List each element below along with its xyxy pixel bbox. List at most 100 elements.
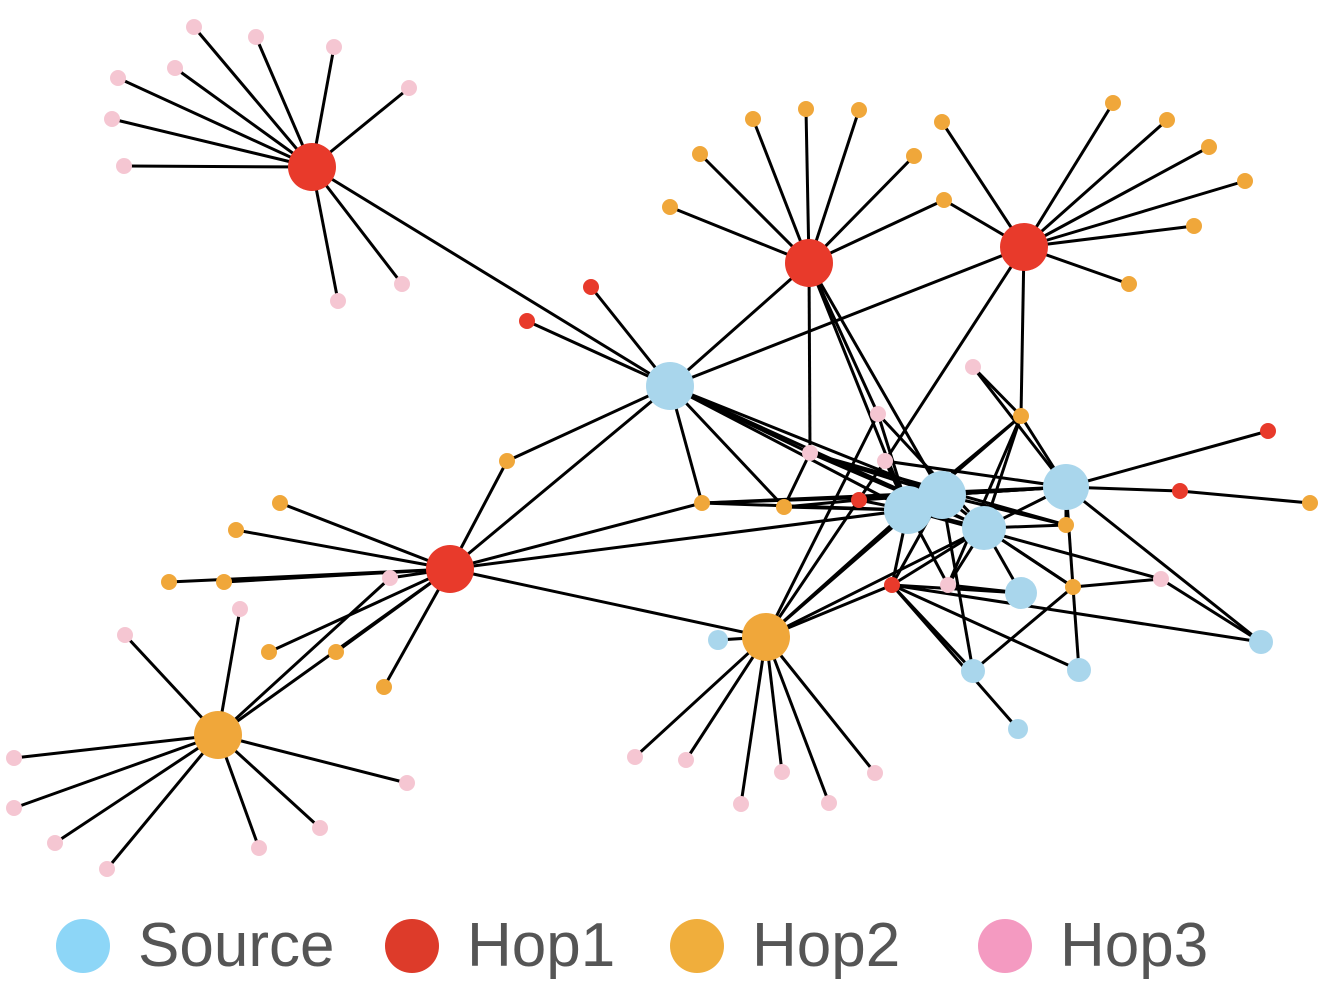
legend-item-hop1: Hop1	[385, 905, 615, 986]
graph-edge	[764, 460, 887, 638]
legend-item-hop3: Hop3	[978, 905, 1208, 986]
graph-edge	[123, 164, 313, 169]
graph-edge	[668, 384, 786, 509]
graph-edge	[13, 733, 219, 760]
graph-edge	[1023, 145, 1210, 249]
graph-edge	[876, 412, 986, 530]
graph-node-hop1	[583, 279, 599, 295]
legend-swatch-hop1	[385, 918, 439, 973]
graph-node-hop3	[802, 445, 818, 461]
graph-edge	[884, 459, 1067, 489]
graph-node-source	[962, 506, 1006, 550]
graph-node-source	[1008, 719, 1028, 739]
graph-node-hop2	[776, 499, 792, 515]
graph-node-hop3	[382, 570, 398, 586]
graph-node-hop2	[662, 199, 678, 215]
graph-node-hop2	[1237, 173, 1253, 189]
graph-node-source	[1249, 630, 1273, 654]
graph-edge	[1065, 429, 1269, 489]
graph-edge	[449, 501, 703, 571]
graph-edge	[216, 576, 392, 737]
graph-edge	[449, 508, 909, 571]
graph-node-hop2	[851, 102, 867, 118]
graph-node-hop3	[47, 835, 63, 851]
graph-edge	[1019, 246, 1026, 417]
graph-node-hop3	[110, 70, 126, 86]
graph-edge	[633, 635, 768, 759]
graph-edge	[684, 636, 768, 761]
graph-node-hop2	[216, 574, 232, 590]
graph-edge	[783, 498, 860, 509]
graph-edge	[1065, 485, 1262, 644]
graph-node-hop2	[1201, 139, 1217, 155]
graph-edge	[105, 734, 220, 870]
graph-node-hop3	[870, 406, 886, 422]
graph-node-hop3	[678, 752, 694, 768]
graph-node-hop3	[104, 111, 120, 127]
graph-edge	[1022, 102, 1115, 248]
graph-node-hop2	[499, 453, 515, 469]
graph-edge	[751, 118, 811, 264]
graph-edge	[907, 508, 1162, 581]
graph-node-hop3	[167, 60, 183, 76]
graph-edge	[1023, 118, 1168, 249]
graph-edge	[526, 319, 671, 388]
graph-node-hop3	[116, 158, 132, 174]
graph-node-hop2	[1013, 408, 1029, 424]
graph-edge	[1179, 489, 1311, 505]
graph-node-source	[918, 471, 966, 519]
graph-edge	[1160, 577, 1262, 644]
graph-edge	[279, 501, 451, 571]
graph-edge	[782, 452, 812, 508]
graph-edge	[765, 526, 985, 639]
graph-node-hop1	[851, 492, 867, 508]
graph-node-hop1	[1172, 483, 1188, 499]
graph-node-hop3	[940, 577, 956, 593]
graph-node-hop2	[936, 192, 952, 208]
graph-node-hop2	[1186, 218, 1202, 234]
graph-node-hop3	[401, 80, 417, 96]
legend-label-hop2: Hop2	[752, 910, 901, 980]
graph-edge	[111, 117, 313, 169]
graph-node-hop2	[742, 613, 790, 661]
graph-edge	[940, 121, 1026, 248]
graph-node-hop3	[312, 820, 328, 836]
legend-label-hop3: Hop3	[1060, 910, 1209, 980]
graph-edges	[13, 26, 1311, 870]
graph-node-hop1	[519, 313, 535, 329]
graph-node-hop2	[1105, 95, 1121, 111]
graph-node-hop3	[248, 29, 264, 45]
graph-edge	[804, 108, 811, 264]
graph-edge	[698, 152, 811, 265]
graph-edge	[217, 733, 408, 785]
legend: Source Hop1 Hop2 Hop3	[0, 905, 1328, 986]
graph-edge	[54, 733, 219, 845]
graph-node-hop3	[251, 840, 267, 856]
graph-node-hop1	[288, 143, 336, 191]
graph-edge	[940, 494, 975, 672]
graph-edge	[807, 109, 861, 264]
graph-node-hop2	[161, 574, 177, 590]
graph-node-hop3	[821, 795, 837, 811]
graph-node-source	[708, 630, 728, 650]
graph-edge	[1023, 179, 1246, 249]
graph-node-hop2	[1065, 579, 1081, 595]
graph-edge	[192, 26, 314, 168]
graph-edge	[739, 636, 768, 805]
graph-edge	[117, 76, 313, 169]
graph-edge	[971, 366, 1068, 488]
graph-node-hop3	[627, 749, 643, 765]
graph-edge	[764, 413, 880, 638]
graph-node-hop2	[1302, 495, 1318, 511]
graph-node-hop1	[426, 545, 474, 593]
graph-edge	[891, 583, 1080, 672]
graph-node-hop3	[877, 453, 893, 469]
graph-edge	[946, 415, 1023, 586]
graph-edge	[807, 262, 880, 415]
graph-node-hop3	[1153, 571, 1169, 587]
graph-edge	[1072, 577, 1162, 589]
graph-node-hop2	[376, 679, 392, 695]
graph-node-source	[1043, 464, 1089, 510]
graph-node-hop2	[194, 711, 242, 759]
graph-node-hop1	[1260, 423, 1276, 439]
